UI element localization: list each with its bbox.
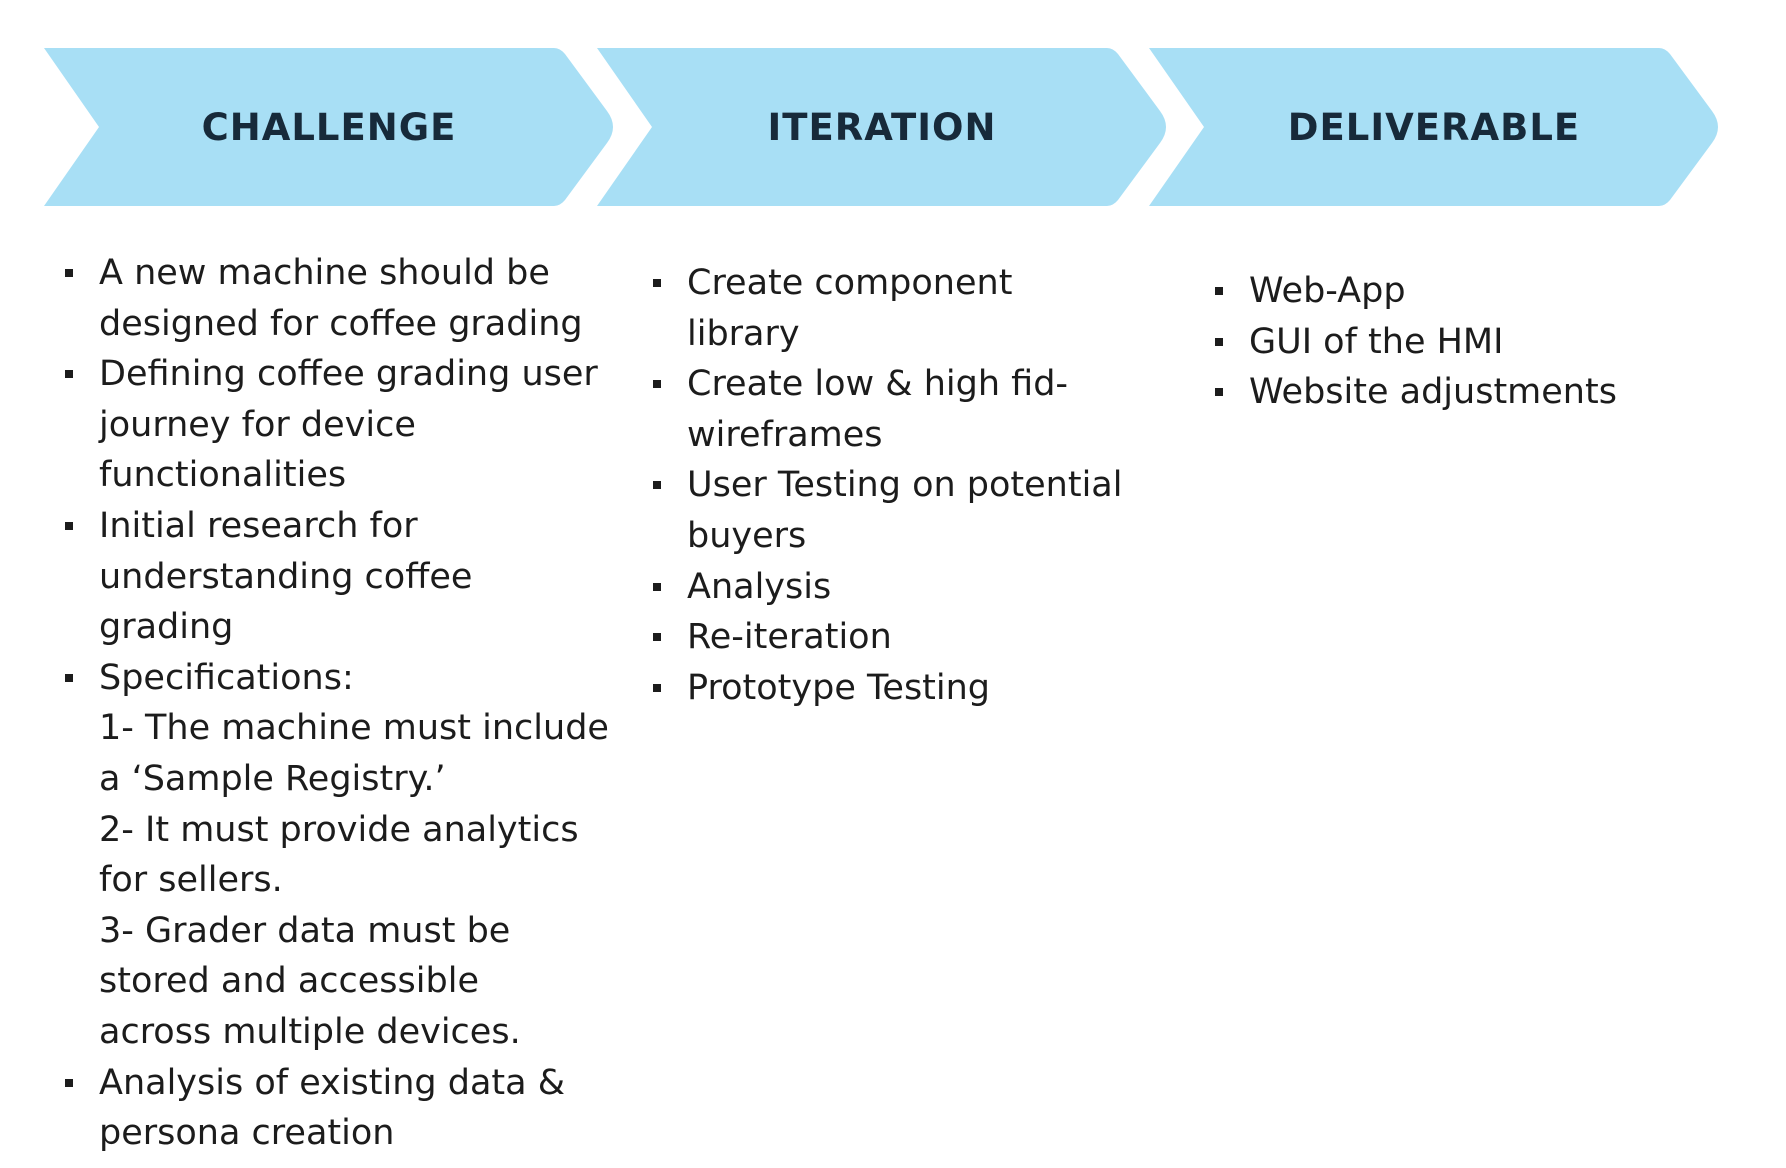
list-item: Initial research for understanding coffee…: [62, 501, 622, 653]
bullet-icon: [653, 279, 661, 287]
list-item: Re-iteration: [650, 612, 1170, 663]
stage-title-iteration: ITERATION: [767, 105, 997, 149]
bullet-icon: [653, 683, 661, 692]
list-item: User Testing on potential buyers: [650, 460, 1170, 561]
bullet-icon: [1215, 388, 1223, 397]
stage-title-deliverable: DELIVERABLE: [1287, 105, 1581, 149]
list-item-line: persona creation: [99, 1113, 395, 1154]
list-item-line: Analysis: [687, 566, 832, 607]
list-item-line: Analysis of existing data &: [99, 1062, 566, 1103]
list-item: Create low & high fid-wireframes: [650, 359, 1170, 460]
chevron-shape: [597, 48, 1166, 206]
bullet-icon: [1215, 337, 1223, 346]
stage-chevron-iteration: ITERATION: [597, 48, 1167, 206]
list-item: A new machine should be designed for coff…: [62, 248, 622, 349]
list-item-line: GUI of the HMI: [1249, 321, 1504, 362]
list-item: Analysis of existing data & persona creat…: [62, 1058, 622, 1159]
stage-chevron-challenge: CHALLENGE: [44, 48, 614, 206]
list-item-line: grading: [99, 607, 234, 648]
stage-title-challenge: CHALLENGE: [201, 105, 457, 149]
list-item-line: Initial research for: [99, 505, 418, 546]
list-item: Specifications: 1- The machine must inclu…: [62, 653, 622, 1058]
list-item: Website adjustments: [1212, 367, 1732, 418]
list-item-line: for sellers.: [99, 860, 283, 901]
list-item: Create component library: [650, 258, 1170, 359]
bullet-icon: [1215, 287, 1223, 295]
list-item: Defining coffee grading user journey for …: [62, 349, 622, 501]
list-item-line: A new machine should be: [99, 253, 550, 293]
bullet-icon: [65, 521, 73, 530]
list-item: Web-App: [1212, 266, 1732, 317]
list-item-line: User Testing on potential: [687, 465, 1123, 506]
challenge-list: A new machine should be designed for coff…: [62, 248, 622, 1159]
list-item-line: a ‘Sample Registry.’: [99, 758, 446, 799]
list-item-line: Create component: [687, 263, 1013, 303]
list-item-line: journey for device: [99, 404, 416, 445]
list-item-line: Specifications:: [99, 657, 354, 698]
list-item-line: buyers: [687, 515, 807, 556]
stage-chevron-deliverable: DELIVERABLE: [1149, 48, 1719, 206]
list-item-line: 3- Grader data must be: [99, 910, 511, 951]
list-item-line: Create low & high fid-: [687, 364, 1069, 405]
list-item: GUI of the HMI: [1212, 317, 1732, 368]
bullet-icon: [653, 380, 661, 389]
bullet-icon: [65, 1078, 73, 1087]
bullet-icon: [653, 582, 661, 591]
list-item-line: designed for coffee grading: [99, 303, 583, 344]
list-item-line: understanding coffee: [99, 556, 473, 597]
list-item-line: across multiple devices.: [99, 1011, 521, 1052]
list-item-line: functionalities: [99, 455, 347, 496]
list-item-line: stored and accessible: [99, 961, 479, 1002]
list-item: Analysis: [650, 562, 1170, 613]
list-item-line: library: [687, 313, 800, 354]
list-item: Prototype Testing: [650, 663, 1170, 714]
bullet-icon: [65, 269, 73, 277]
bullet-icon: [65, 370, 73, 379]
bullet-icon: [653, 481, 661, 490]
list-item-line: wireframes: [687, 414, 883, 455]
chevron-shape: [1149, 48, 1718, 206]
list-item-line: Website adjustments: [1249, 372, 1617, 413]
list-item-line: 1- The machine must include: [99, 708, 609, 749]
list-item-line: Re-iteration: [687, 617, 892, 658]
bullet-icon: [65, 673, 73, 682]
bullet-icon: [653, 633, 661, 642]
list-item-line: Web-App: [1249, 271, 1406, 311]
chevron-shape: [44, 48, 613, 206]
list-item-line: 2- It must provide analytics: [99, 809, 579, 850]
list-item-line: Prototype Testing: [687, 667, 991, 708]
list-item-line: Defining coffee grading user: [99, 354, 598, 395]
